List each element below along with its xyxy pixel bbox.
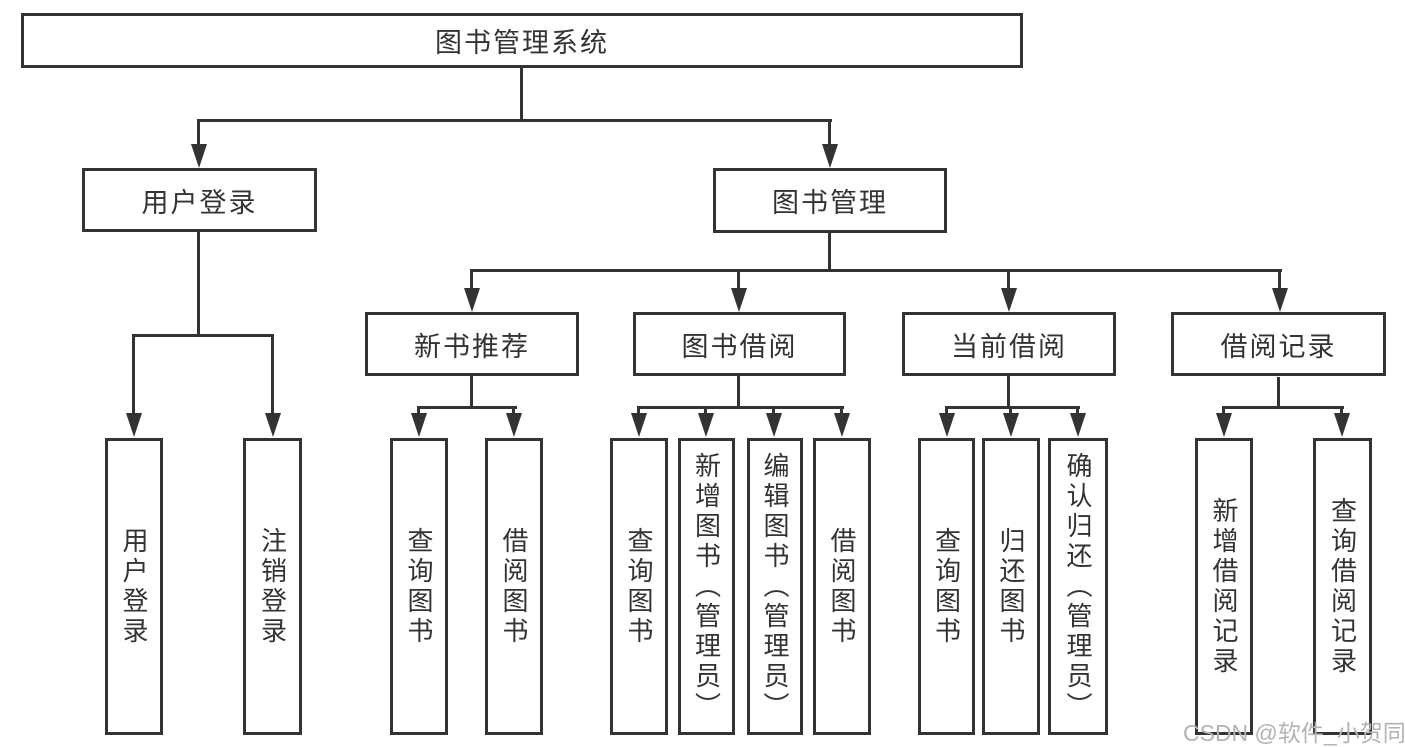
leaf-query-borrow-record-label: 查询借阅记录 (1327, 496, 1358, 677)
arrowhead-icon (631, 413, 647, 437)
arrowhead-icon (1216, 413, 1232, 437)
arrowhead-icon (1272, 288, 1288, 312)
node-user-login-group-label: 用户登录 (141, 187, 258, 218)
leaf-return-books: 归还图书 (982, 438, 1040, 735)
connector-drop-leaf (417, 406, 420, 418)
arrowhead-icon (506, 413, 522, 437)
leaf-logout-label: 注销登录 (257, 526, 288, 647)
connector-drop-leaf (840, 406, 843, 418)
connector-drop-leaf (637, 406, 640, 418)
connector-newbook-bar (417, 406, 517, 409)
connector-drop-leaf (512, 406, 515, 418)
connector-currentborrow-bar (945, 406, 1080, 409)
leaf-add-borrow-record: 新增借阅记录 (1195, 438, 1253, 735)
leaf-borrow-books-newrec-label: 借阅图书 (499, 526, 529, 647)
leaf-logout: 注销登录 (243, 438, 302, 735)
leaf-add-books-admin: 新增图书（管理员） (678, 438, 735, 735)
node-book-mgmt-label: 图书管理 (772, 188, 888, 218)
connector-bookmgmt-bar (470, 269, 1282, 272)
leaf-return-books-label: 归还图书 (996, 526, 1026, 647)
connector-drop-leaf (1222, 406, 1225, 418)
connector-newbook-stem (470, 376, 473, 409)
connector-borrowrecords-stem (1277, 377, 1280, 409)
connector-borrowrecords-bar (1222, 406, 1344, 409)
connector-root-stem (520, 68, 523, 121)
connector-drop-leaf (1009, 406, 1012, 418)
node-user-login-group: 用户登录 (82, 168, 317, 232)
leaf-query-books-current: 查询图书 (918, 438, 975, 735)
arrowhead-icon (411, 413, 427, 437)
arrowhead-icon (1001, 288, 1017, 312)
connector-drop-new-book (470, 269, 473, 293)
leaf-confirm-return-admin-label: 确认归还（管理员） (1063, 451, 1093, 722)
connector-drop-leaf (1340, 406, 1343, 418)
connector-drop-current-borrow (1007, 269, 1010, 293)
arrowhead-icon (1003, 413, 1019, 437)
node-current-borrow: 当前借阅 (902, 312, 1116, 376)
connector-bookmgmt-stem (828, 233, 831, 272)
arrowhead-icon (464, 288, 480, 312)
leaf-borrow-books-newrec: 借阅图书 (485, 438, 543, 735)
arrowhead-icon (126, 413, 142, 437)
leaf-query-borrow-record: 查询借阅记录 (1313, 438, 1372, 735)
leaf-user-login: 用户登录 (105, 438, 163, 735)
leaf-query-books-newrec-label: 查询图书 (404, 526, 434, 647)
connector-bookborrow-stem (737, 376, 740, 409)
arrowhead-icon (834, 413, 850, 437)
arrowhead-icon (939, 413, 955, 437)
connector-userlogin-bar (132, 334, 274, 337)
connector-drop-borrow-records (1278, 269, 1281, 293)
leaf-edit-books-admin: 编辑图书（管理员） (747, 438, 803, 735)
node-book-mgmt: 图书管理 (713, 168, 947, 233)
connector-drop-book-mgmt (828, 119, 831, 149)
arrowhead-icon (1070, 413, 1086, 437)
node-borrow-records: 借阅记录 (1171, 312, 1386, 376)
arrowhead-icon (265, 413, 281, 437)
leaf-query-books-borrow: 查询图书 (610, 438, 668, 735)
connector-drop-user-login (197, 119, 200, 149)
leaf-borrow-books-borrow-label: 借阅图书 (827, 526, 857, 647)
arrowhead-icon (698, 413, 714, 437)
arrowhead-icon (766, 413, 782, 437)
leaf-confirm-return-admin: 确认归还（管理员） (1048, 438, 1108, 735)
node-root-label: 图书管理系统 (435, 28, 609, 58)
arrowhead-icon (1334, 413, 1350, 437)
node-borrow-records-label: 借阅记录 (1220, 331, 1337, 362)
connector-drop-leaf (945, 406, 948, 418)
leaf-user-login-label: 用户登录 (119, 526, 149, 647)
connector-bookborrow-bar (637, 406, 844, 409)
connector-drop-book-borrow (737, 269, 740, 293)
node-new-book-rec-label: 新书推荐 (414, 331, 530, 362)
leaf-add-books-admin-label: 新增图书（管理员） (691, 451, 722, 722)
connector-drop-leaf (772, 406, 775, 418)
connector-drop-leaf (704, 406, 707, 418)
leaf-query-books-borrow-label: 查询图书 (624, 526, 654, 647)
arrowhead-icon (822, 144, 838, 168)
connector-root-bar (198, 119, 832, 122)
connector-userlogin-stem (197, 232, 200, 336)
watermark-text: CSDN @软件_小贺同学 (1183, 720, 1405, 746)
leaf-query-books-newrec: 查询图书 (390, 438, 448, 735)
leaf-add-borrow-record-label: 新增借阅记录 (1209, 496, 1239, 677)
arrowhead-icon (191, 144, 207, 168)
connector-drop-leaf (1076, 406, 1079, 418)
connector-drop-logout-leaf (271, 334, 274, 418)
leaf-borrow-books-borrow: 借阅图书 (813, 438, 871, 735)
node-new-book-rec: 新书推荐 (365, 312, 579, 376)
leaf-query-books-current-label: 查询图书 (931, 526, 962, 647)
connector-drop-user-login-leaf (132, 334, 135, 418)
node-current-borrow-label: 当前借阅 (951, 331, 1067, 362)
node-root: 图书管理系统 (21, 13, 1023, 68)
arrowhead-icon (731, 288, 747, 312)
node-book-borrow-label: 图书借阅 (681, 331, 798, 362)
node-book-borrow: 图书借阅 (633, 312, 846, 376)
connector-currentborrow-stem (1007, 376, 1010, 409)
leaf-edit-books-admin-label: 编辑图书（管理员） (760, 451, 790, 722)
